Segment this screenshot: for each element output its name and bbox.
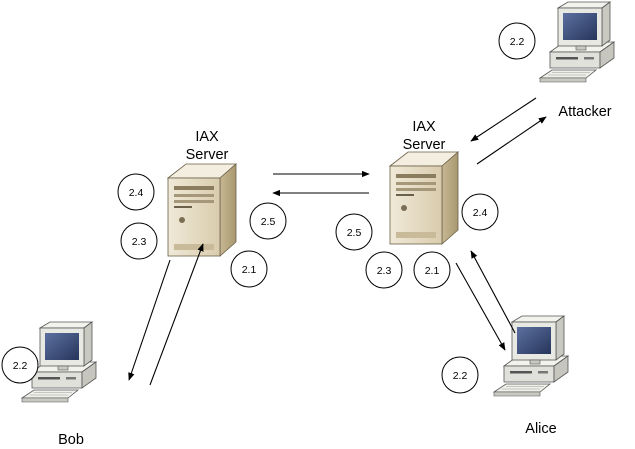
step-marker: 2.2 [441, 356, 479, 394]
bob-label: Bob [58, 432, 84, 448]
step-label: 2.1 [242, 264, 257, 276]
attacker-workstation: Attacker [539, 1, 615, 120]
desktop-computer-icon [539, 1, 615, 83]
alice-workstation: Alice [493, 315, 569, 437]
step-marker: 2.4 [461, 193, 499, 231]
server-left-label-line2: Server [186, 147, 229, 163]
step-label: 2.4 [129, 187, 144, 199]
iax-server-right: IAX Server [389, 119, 459, 245]
step-marker: 2.1 [413, 251, 451, 289]
arrow-right-server-to-attacker [476, 116, 547, 165]
arrow-alice-to-right-server [470, 250, 516, 334]
step-marker: 2.5 [335, 213, 373, 251]
bob-workstation: Bob [21, 321, 97, 448]
arrow-bob-to-left-server [149, 243, 204, 386]
step-label: 2.2 [453, 370, 468, 382]
desktop-computer-icon [493, 315, 569, 397]
step-label: 2.1 [425, 265, 440, 277]
connection-arrows [128, 97, 547, 386]
step-marker: 2.2 [1, 346, 39, 384]
step-label: 2.2 [13, 360, 28, 372]
step-marker: 2.2 [498, 22, 536, 60]
step-label: 2.5 [261, 216, 276, 228]
arrow-attacker-to-right-server [470, 97, 537, 142]
step-label: 2.4 [473, 207, 488, 219]
server-tower-icon [167, 163, 237, 257]
iax-server-left: IAX Server [167, 129, 237, 257]
server-right-label-line1: IAX [412, 119, 436, 135]
arrow-right-server-to-alice [455, 262, 506, 351]
server-left-label-line1: IAX [195, 129, 219, 145]
alice-label: Alice [525, 421, 556, 437]
step-marker: 2.5 [249, 202, 287, 240]
attacker-label: Attacker [558, 104, 611, 120]
step-marker: 2.4 [117, 173, 155, 211]
server-tower-icon [389, 151, 459, 245]
step-label: 2.5 [347, 227, 362, 239]
step-marker: 2.3 [365, 251, 403, 289]
server-right-label-line2: Server [403, 137, 446, 153]
step-marker: 2.1 [230, 250, 268, 288]
arrow-left-server-to-bob [128, 259, 171, 381]
step-label: 2.2 [510, 36, 525, 48]
step-label: 2.3 [377, 265, 392, 277]
step-marker: 2.3 [120, 222, 158, 260]
step-label: 2.3 [132, 236, 147, 248]
